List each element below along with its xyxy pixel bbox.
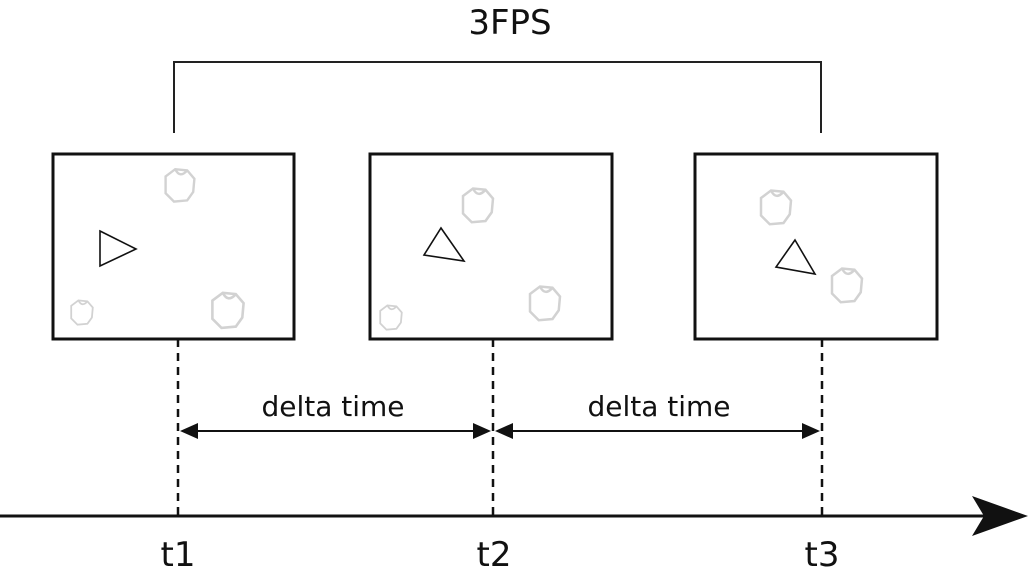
delta-time-arrow-1: delta time [180,390,491,439]
ship-icon [774,238,817,276]
time-axis-arrowhead-icon [972,496,1028,536]
frame-1 [51,152,296,341]
delta-time-arrow-2: delta time [495,390,820,439]
delta-time-label: delta time [261,390,404,423]
frame-2 [368,152,614,341]
ship-icon [422,226,466,263]
fps-bracket [173,61,822,133]
frame-1-box [51,152,296,341]
frame-2-box [368,152,614,341]
ship-icon [99,229,138,268]
arrowhead-icon [495,423,513,439]
arrowhead-icon [180,423,198,439]
arrowhead-icon [802,423,820,439]
frame-3-box [693,152,939,341]
fps-label: 3FPS [468,3,551,43]
delta-time-label: delta time [587,390,730,423]
time-label-t1: t1 [161,535,196,575]
arrowhead-icon [473,423,491,439]
time-label-t2: t2 [477,535,512,575]
time-label-t3: t3 [805,535,840,575]
frame-3 [693,152,939,341]
